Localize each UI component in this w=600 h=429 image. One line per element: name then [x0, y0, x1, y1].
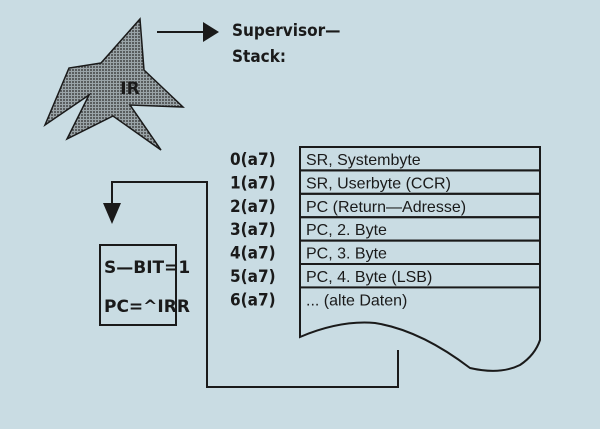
- interrupt-label: IR: [120, 79, 139, 99]
- arrow-to-stack: [157, 22, 219, 42]
- stack-row: 1(a7) SR, Userbyte (CCR): [230, 169, 541, 195]
- stack-torn-bottom: [299, 287, 541, 372]
- stack-content: PC (Return—Adresse): [306, 199, 466, 216]
- stack-row: 4(a7) PC, 3. Byte: [230, 239, 541, 266]
- stack-offset: 4(a7): [230, 244, 276, 264]
- stack-offset: 0(a7): [230, 150, 276, 170]
- stack-offset: 3(a7): [230, 220, 276, 240]
- return-path-arrow: [103, 181, 399, 388]
- stack-offset: 2(a7): [230, 197, 276, 217]
- stack-offset: 5(a7): [230, 267, 276, 287]
- stack-table: 0(a7) SR, Systembyte 1(a7) SR, Userbyte (CC…: [230, 146, 541, 372]
- stack-offset: 1(a7): [230, 173, 276, 193]
- stack-offset: 6(a7): [230, 290, 276, 310]
- interrupt-star-icon: [43, 17, 185, 151]
- stack-row: 5(a7) PC, 4. Byte (LSB): [230, 263, 541, 289]
- stack-row: 0(a7) SR, Systembyte: [230, 146, 541, 172]
- stack-content: PC, 4. Byte (LSB): [306, 269, 432, 286]
- stack-content: SR, Userbyte (CCR): [306, 175, 451, 192]
- stack-title-line1: Supervisor—: [232, 21, 340, 41]
- stack-content: PC, 2. Byte: [306, 222, 387, 239]
- stack-content: SR, Systembyte: [306, 152, 421, 169]
- stack-content: ... (alte Daten): [306, 292, 407, 309]
- stack-row: 3(a7) PC, 2. Byte: [230, 216, 541, 242]
- stack-row: 6(a7) ... (alte Daten): [230, 290, 407, 310]
- stack-title-line2: Stack:: [232, 47, 286, 67]
- stack-row: 2(a7) PC (Return—Adresse): [230, 192, 541, 219]
- pc-irr-text: PC=^IRR: [104, 297, 190, 317]
- result-box: S—BIT=1 PC=^IRR: [99, 244, 190, 326]
- s-bit-text: S—BIT=1: [104, 258, 190, 278]
- stack-content: PC, 3. Byte: [306, 246, 387, 263]
- stack-cell: [299, 263, 541, 289]
